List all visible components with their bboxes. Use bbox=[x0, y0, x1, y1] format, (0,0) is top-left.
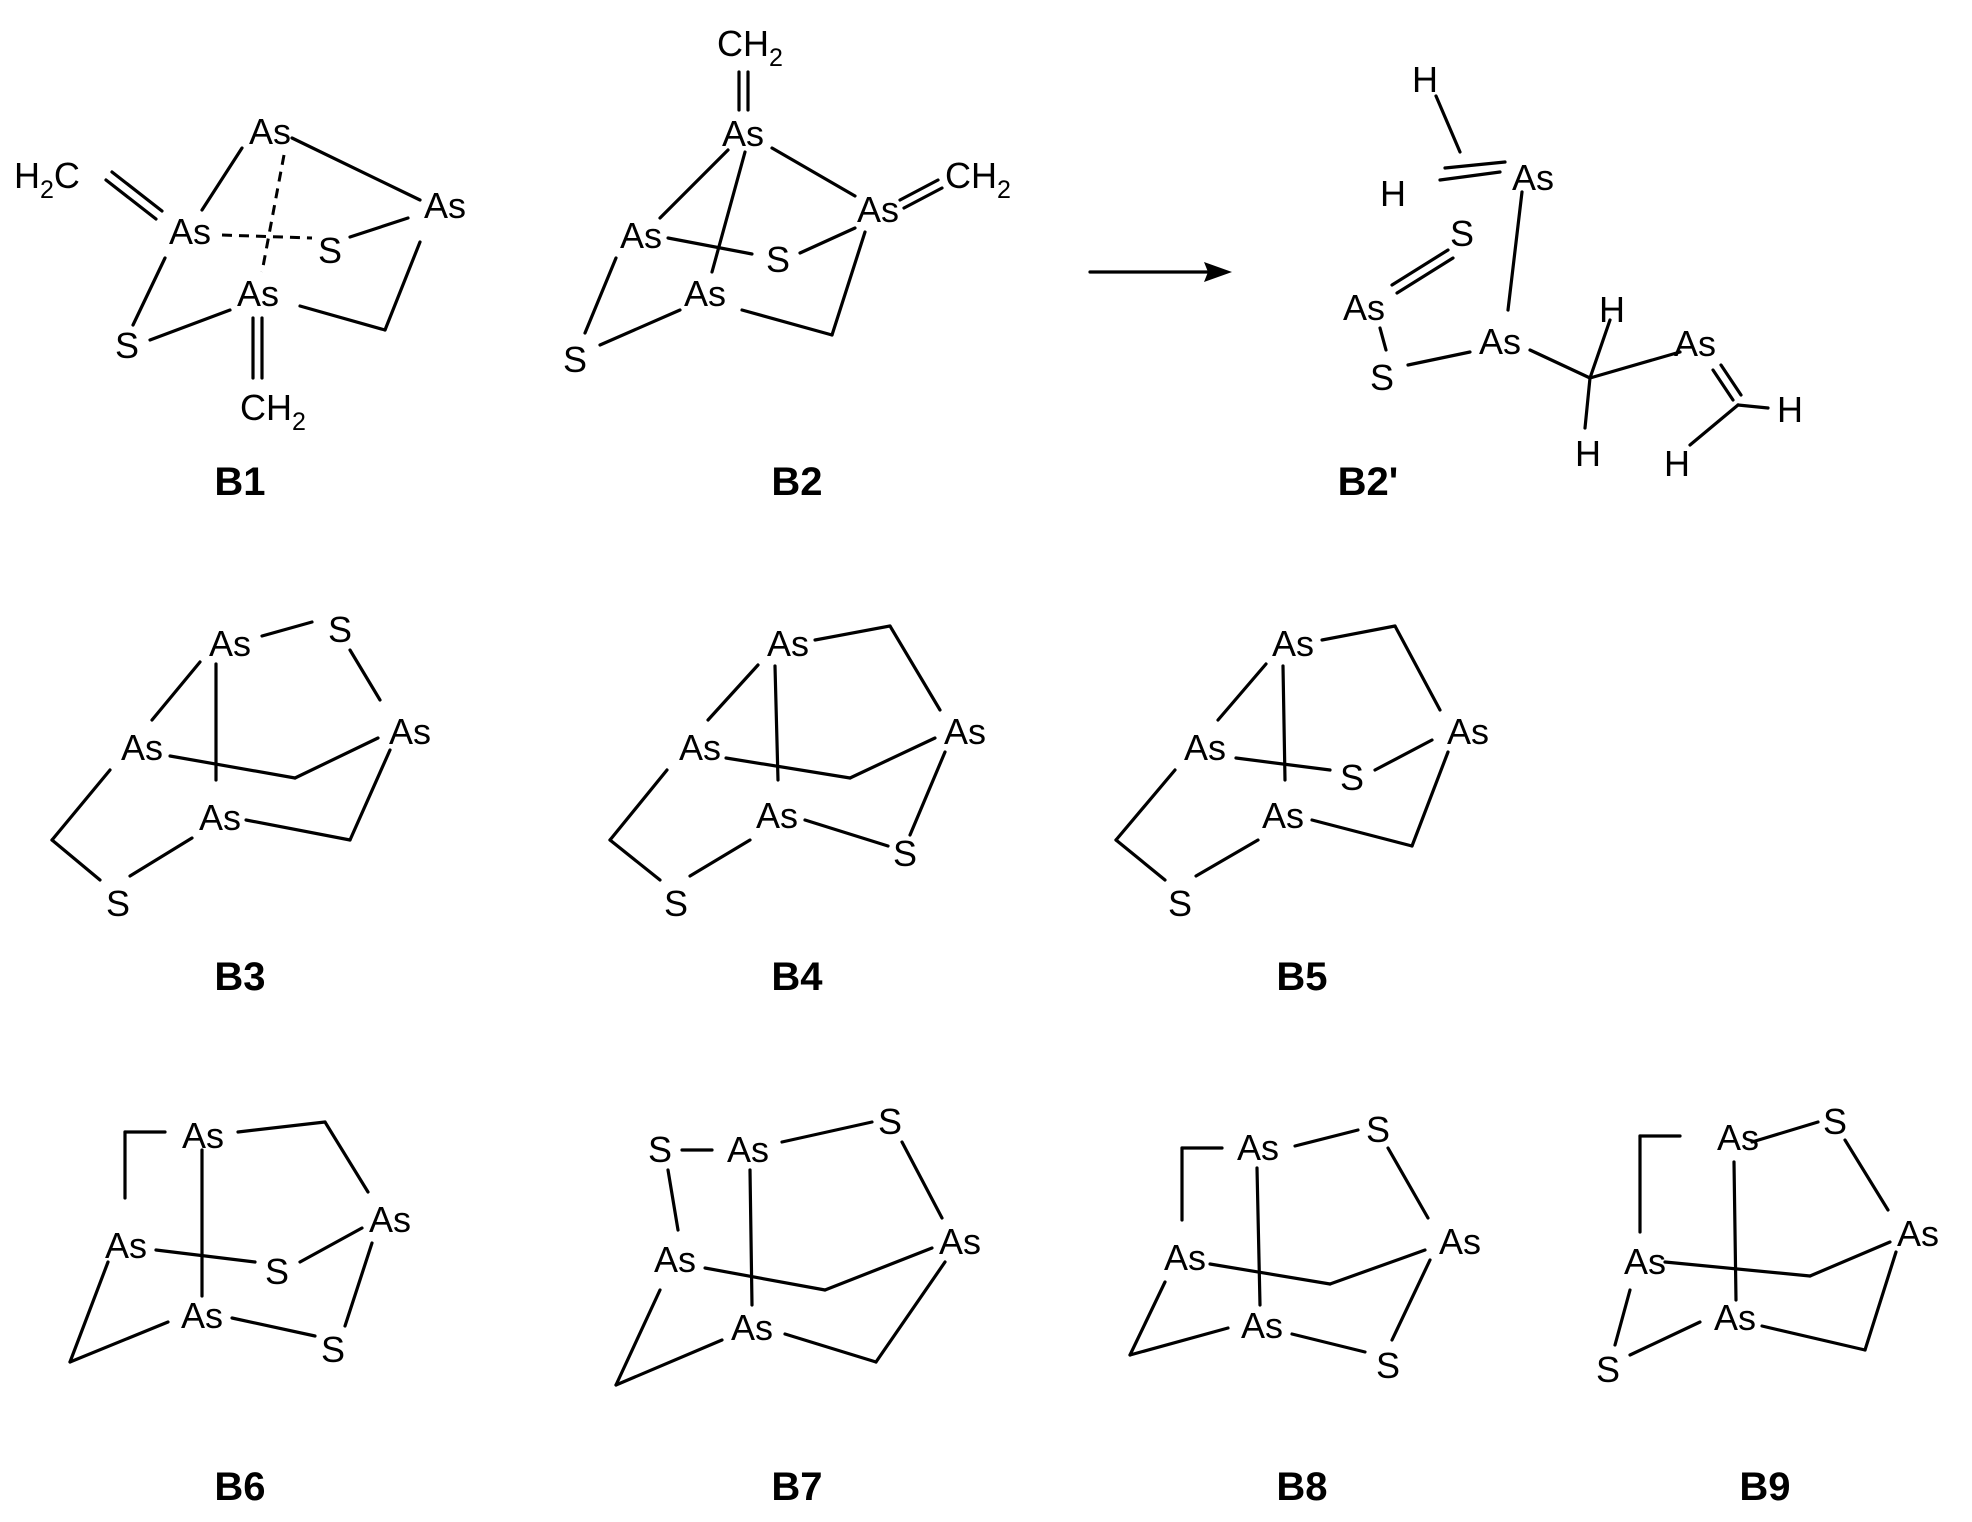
b7-as-left: As bbox=[654, 1239, 696, 1280]
b2-as-left: As bbox=[620, 215, 662, 256]
b4-as-left: As bbox=[679, 727, 721, 768]
b6-as-bottom: As bbox=[181, 1295, 223, 1336]
b3-as-right: As bbox=[389, 711, 431, 752]
b8-s-top: S bbox=[1366, 1109, 1390, 1150]
b2p-as-left: As bbox=[1343, 287, 1385, 328]
b8-as-left: As bbox=[1164, 1237, 1206, 1278]
b2p-h-upper-left: H bbox=[1380, 173, 1406, 214]
structure-b3: As S As As As S B3 bbox=[50, 609, 431, 999]
b2-ch2-right: CH2 bbox=[945, 155, 1011, 204]
b2p-h-right: H bbox=[1777, 389, 1803, 430]
caption-b9: B9 bbox=[1739, 1465, 1790, 1509]
b5-as-right: As bbox=[1447, 711, 1489, 752]
b8-as-right: As bbox=[1439, 1221, 1481, 1262]
b1-as-right: As bbox=[424, 185, 466, 226]
b3-s-bottom: S bbox=[106, 883, 130, 924]
b1-h2c-label: H2C bbox=[14, 155, 80, 204]
b2-as-bottom: As bbox=[684, 273, 726, 314]
structure-b8: As S As As As S B8 bbox=[1128, 1109, 1481, 1509]
b2-ch2-top: CH2 bbox=[717, 23, 783, 72]
b5-as-bottom: As bbox=[1262, 795, 1304, 836]
b9-as-top: As bbox=[1717, 1117, 1759, 1158]
b2p-h-top: H bbox=[1412, 59, 1438, 100]
b7-s-left: S bbox=[648, 1129, 672, 1170]
structure-b2-prime: H H As S As As H As S H H H B2' bbox=[1338, 59, 1803, 504]
b8-as-top: As bbox=[1237, 1127, 1279, 1168]
b1-as-bottom: As bbox=[237, 273, 279, 314]
b6-as-top: As bbox=[182, 1115, 224, 1156]
b7-as-top: As bbox=[727, 1129, 769, 1170]
b7-s-top: S bbox=[878, 1101, 902, 1142]
b4-as-top: As bbox=[767, 623, 809, 664]
b9-s-top: S bbox=[1823, 1101, 1847, 1142]
b4-as-right: As bbox=[944, 711, 986, 752]
b5-as-left: As bbox=[1184, 727, 1226, 768]
structure-b5: As As As S As S B5 bbox=[1114, 623, 1489, 999]
b8-as-bottom: As bbox=[1241, 1305, 1283, 1346]
b3-as-top: As bbox=[209, 623, 251, 664]
b4-s-right: S bbox=[893, 833, 917, 874]
b7-as-right: As bbox=[939, 1221, 981, 1262]
structure-b1: As As As S As S H2C CH2 B1 bbox=[14, 111, 466, 504]
b1-s-left: S bbox=[115, 325, 139, 366]
b3-as-left: As bbox=[121, 727, 163, 768]
b8-s-bottom: S bbox=[1376, 1345, 1400, 1386]
b2p-h-ch2-top: H bbox=[1599, 289, 1625, 330]
b1-s-center: S bbox=[318, 230, 342, 271]
b2-as-right: As bbox=[857, 189, 899, 230]
b4-as-bottom: As bbox=[756, 795, 798, 836]
b3-s-top: S bbox=[328, 609, 352, 650]
caption-b4: B4 bbox=[771, 955, 823, 999]
caption-b2: B2 bbox=[771, 460, 822, 504]
b6-s-center: S bbox=[265, 1251, 289, 1292]
b7-as-bottom: As bbox=[731, 1307, 773, 1348]
b2-s-left: S bbox=[563, 339, 587, 380]
caption-b7: B7 bbox=[771, 1465, 822, 1509]
caption-b3: B3 bbox=[214, 955, 265, 999]
caption-b5: B5 bbox=[1276, 955, 1327, 999]
b6-as-left: As bbox=[105, 1225, 147, 1266]
caption-b1: B1 bbox=[214, 460, 265, 504]
b2-as-top: As bbox=[722, 113, 764, 154]
b2p-as-center: As bbox=[1479, 321, 1521, 362]
b9-as-right: As bbox=[1897, 1213, 1939, 1254]
caption-b6: B6 bbox=[214, 1465, 265, 1509]
b2p-as-right: As bbox=[1674, 323, 1716, 364]
b9-s-bottom: S bbox=[1596, 1349, 1620, 1390]
b2p-s-ring: S bbox=[1370, 357, 1394, 398]
b2p-h-ch2-bottom: H bbox=[1575, 433, 1601, 474]
caption-b2-prime: B2' bbox=[1338, 460, 1399, 504]
b9-as-left: As bbox=[1624, 1241, 1666, 1282]
b4-s-bottom: S bbox=[664, 883, 688, 924]
reaction-arrow bbox=[1088, 262, 1232, 282]
b9-as-bottom: As bbox=[1714, 1297, 1756, 1338]
structure-b9: As S As As As S B9 bbox=[1596, 1101, 1939, 1509]
caption-b8: B8 bbox=[1276, 1465, 1327, 1509]
structure-b4: As As As As S S B4 bbox=[608, 623, 986, 999]
b2p-h-bottom: H bbox=[1664, 443, 1690, 484]
b5-s-center: S bbox=[1340, 757, 1364, 798]
b6-as-right: As bbox=[369, 1199, 411, 1240]
structure-b6: As As As S As S B6 bbox=[68, 1115, 411, 1509]
b1-as-left: As bbox=[169, 211, 211, 252]
b6-s-right: S bbox=[321, 1329, 345, 1370]
b1-as-top: As bbox=[249, 111, 291, 152]
structure-b2: As As S As As S CH2 CH2 B2 bbox=[563, 23, 1011, 504]
b2p-s-thione: S bbox=[1450, 213, 1474, 254]
b5-as-top: As bbox=[1272, 623, 1314, 664]
b2p-as-top: As bbox=[1512, 157, 1554, 198]
b2-s-center: S bbox=[766, 239, 790, 280]
b5-s-bottom: S bbox=[1168, 883, 1192, 924]
b1-ch2-label: CH2 bbox=[240, 387, 306, 436]
structure-b7: S As S As As As B7 bbox=[614, 1101, 981, 1509]
b3-as-bottom: As bbox=[199, 797, 241, 838]
